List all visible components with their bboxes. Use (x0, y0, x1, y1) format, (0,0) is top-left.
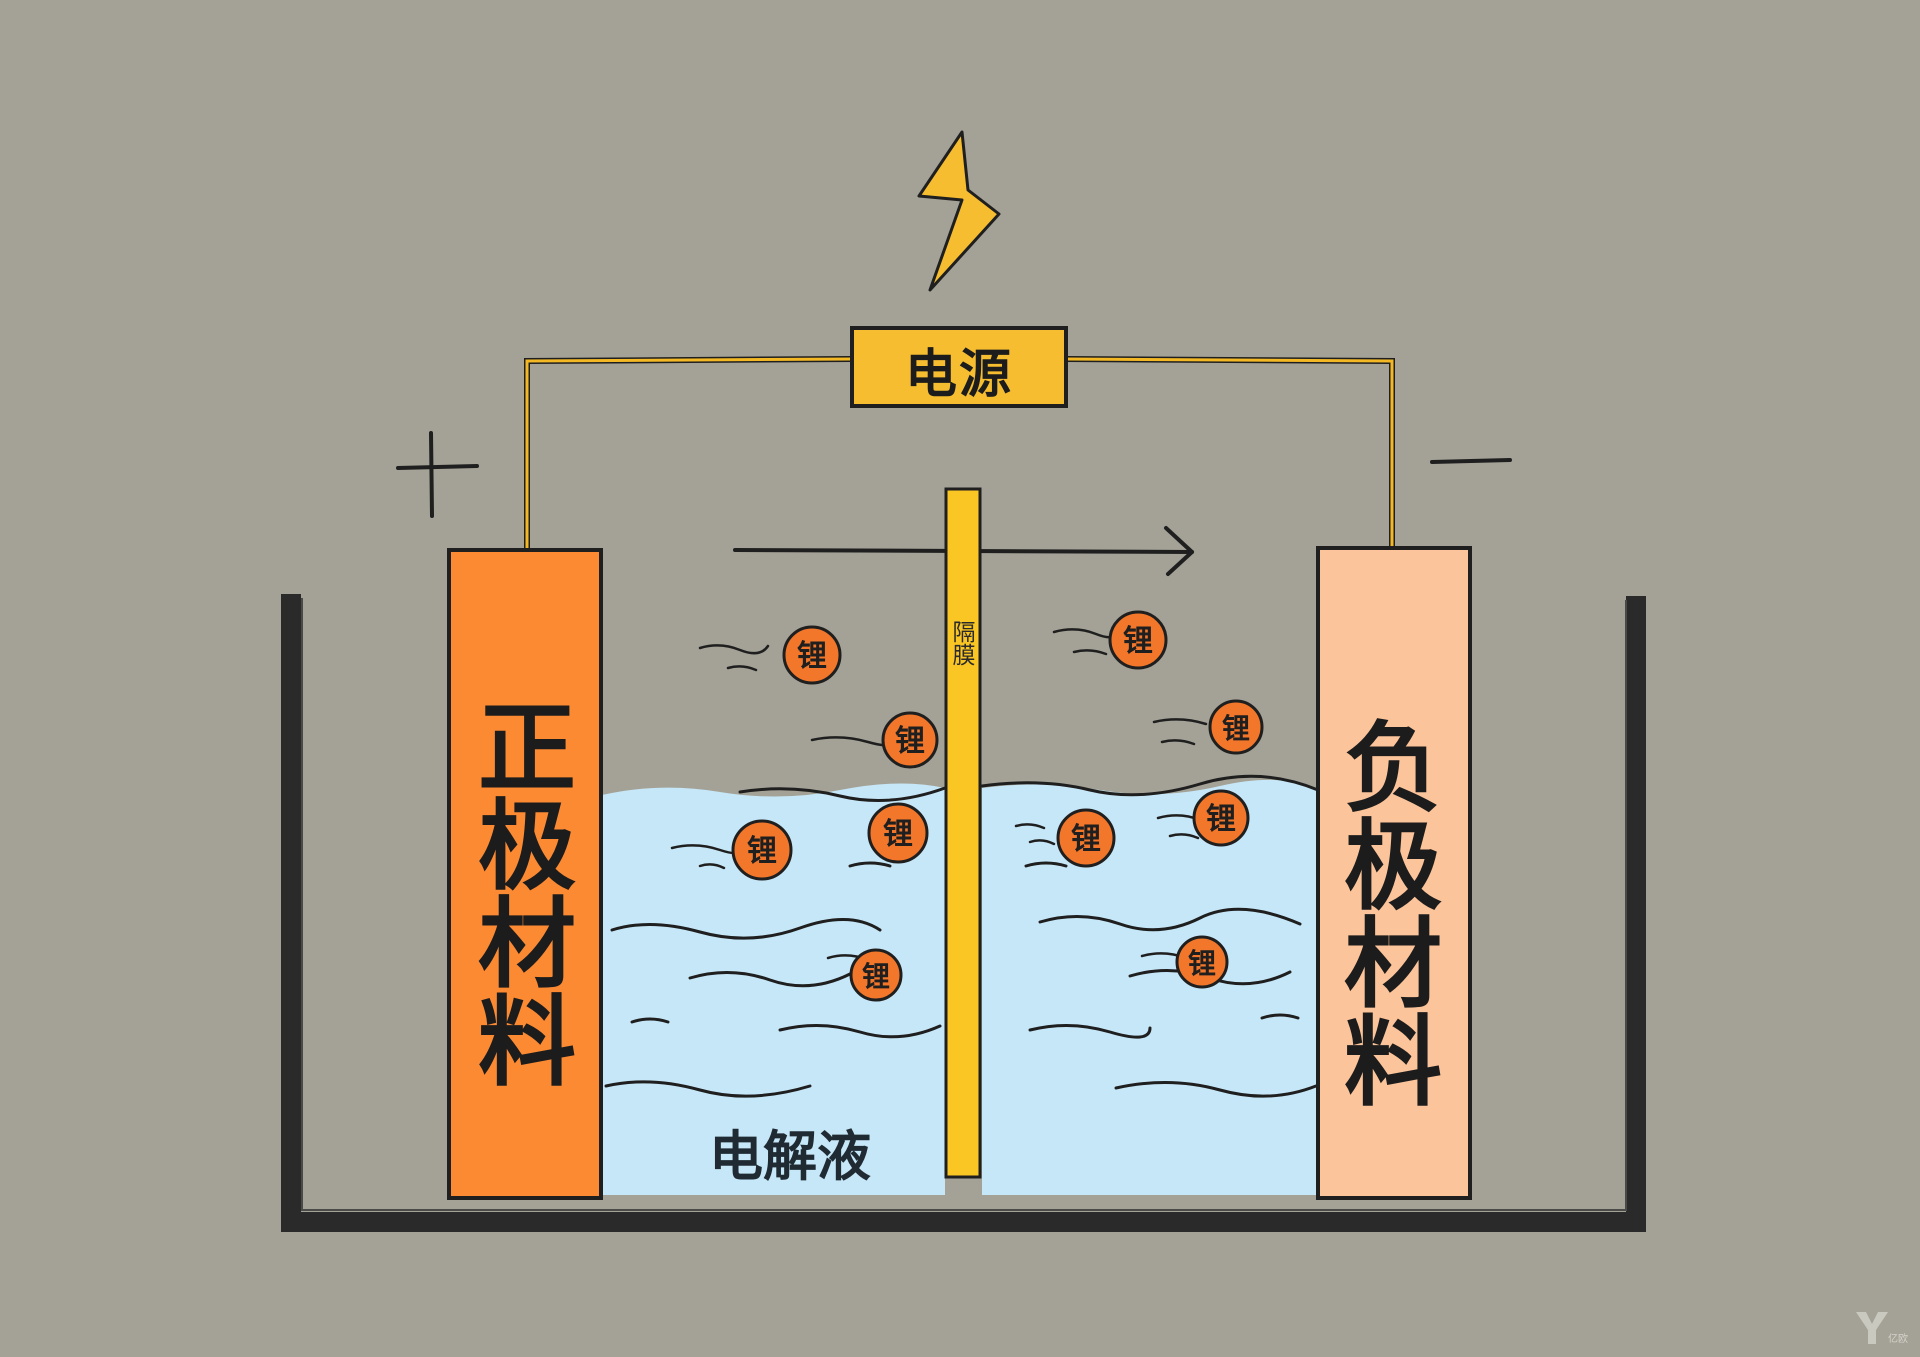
positive-wire (524, 356, 853, 552)
lithium-ion: 锂 (881, 711, 939, 769)
separator-label-char: 膜 (952, 643, 976, 669)
lightning-icon (917, 130, 1001, 292)
anode-label-char: 料 (1343, 1006, 1442, 1120)
cathode-label-char: 材 (477, 888, 576, 1002)
cathode-label: 正 极 材 料 (452, 700, 602, 1092)
logo-watermark: 亿欧 (1856, 1312, 1908, 1345)
lithium-ion-label: 锂 (1222, 712, 1250, 745)
lithium-ion-label: 锂 (797, 639, 827, 674)
lithium-ion-label: 锂 (1206, 802, 1236, 837)
lithium-ion-label: 锂 (1188, 947, 1216, 980)
lithium-ion: 锂 (731, 819, 793, 881)
anode-label-char: 极 (1343, 810, 1442, 924)
separator-label-char: 隔 (952, 620, 976, 646)
lithium-ion: 锂 (782, 625, 842, 685)
logo-text: 亿欧 (1888, 1332, 1908, 1345)
lithium-ion: 锂 (1056, 808, 1116, 868)
anode-label-char: 负 (1343, 712, 1442, 826)
anode-label: 负 极 材 料 (1318, 720, 1468, 1112)
battery-container (281, 594, 1646, 1232)
lithium-ion: 锂 (1175, 935, 1229, 989)
cathode-label-char: 极 (477, 790, 576, 904)
minus-sign-icon (1430, 458, 1512, 464)
lithium-ion: 锂 (1192, 789, 1250, 847)
lithium-ions: 锂 锂 锂 锂 锂 锂 锂 锂 锂 锂 (731, 610, 1264, 1002)
cathode-label-char: 料 (477, 986, 576, 1100)
lithium-ion-label: 锂 (883, 817, 913, 852)
lithium-ion: 锂 (849, 948, 903, 1002)
separator-label: 隔 膜 (946, 622, 982, 668)
negative-wire (1065, 356, 1395, 548)
lithium-ion-label: 锂 (862, 960, 890, 993)
lithium-ion: 锂 (1108, 610, 1168, 670)
anode-electrode (1316, 546, 1472, 1200)
cathode-label-char: 正 (477, 692, 576, 806)
power-source-box (850, 326, 1068, 408)
power-source-label: 电源 (904, 344, 1013, 405)
lithium-ion-label: 锂 (747, 834, 777, 869)
electrolyte-label: 电解液 (709, 1125, 871, 1188)
lithium-ion: 锂 (1208, 699, 1264, 755)
lithium-ion-label: 锂 (1123, 624, 1153, 659)
plus-sign-icon (396, 431, 479, 518)
anode-label-char: 材 (1343, 908, 1442, 1022)
electrolyte-fill (602, 783, 945, 1195)
separator-membrane (944, 487, 982, 1179)
lithium-ion-label: 锂 (1071, 822, 1101, 857)
lithium-ion-label: 锂 (895, 724, 925, 759)
electrolyte-waves (604, 774, 1320, 1098)
cathode-electrode (447, 548, 603, 1200)
lithium-ion: 锂 (867, 802, 929, 864)
